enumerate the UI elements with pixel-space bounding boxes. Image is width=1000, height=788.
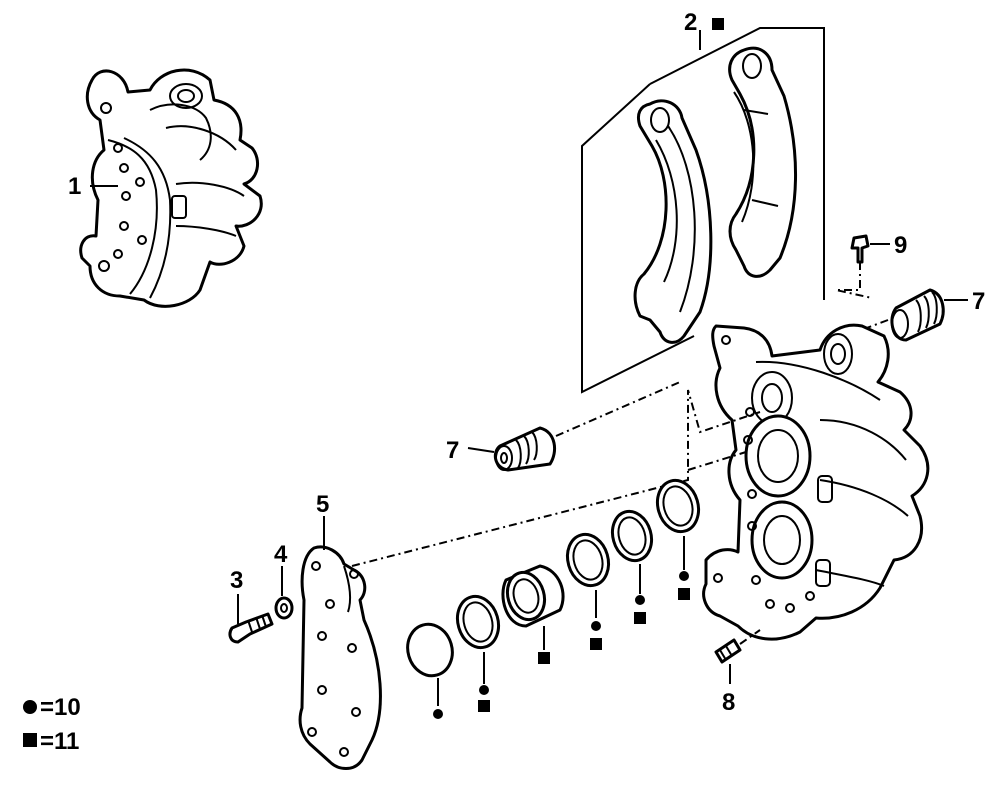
circle-marker-icon: [479, 685, 489, 695]
circle-marker-icon: [591, 621, 601, 631]
caliper-assembly: [79, 68, 263, 308]
callout-7-right: 7: [944, 288, 985, 315]
callout-9: 9: [870, 232, 907, 259]
piston-seal-ring-a: [406, 622, 454, 719]
square-marker-icon: [634, 612, 646, 624]
circle-marker-icon: [679, 571, 689, 581]
callout-4: 4: [274, 541, 288, 596]
callout-label: 7: [972, 288, 985, 315]
callout-label: 3: [230, 567, 243, 594]
caliper-half-plate: [298, 545, 382, 770]
callout-label: 8: [722, 689, 735, 716]
callout-3: 3: [230, 567, 243, 624]
callout-7-left: 7: [446, 437, 495, 464]
pad-pin-left: [493, 381, 681, 472]
brake-pad-set: [581, 27, 825, 394]
piston-seal-ring-e: [655, 478, 701, 600]
legend-square-label: =11: [40, 728, 79, 755]
piston: [501, 564, 565, 664]
caliper-bolt: [714, 629, 761, 664]
piston-seal-ring-b: [455, 594, 501, 712]
circle-marker-icon: [635, 595, 645, 605]
square-marker-icon: [678, 588, 690, 600]
retaining-clip: [835, 234, 873, 299]
square-marker-icon: [538, 652, 550, 664]
legend-circle-icon: [23, 700, 37, 714]
callout-label: 5: [316, 491, 329, 518]
callout-2: 2: [684, 9, 724, 50]
callout-8: 8: [722, 664, 735, 716]
washer: [274, 596, 294, 620]
assembly-axis-line: [351, 389, 761, 567]
callout-1: 1: [68, 173, 118, 200]
circle-marker-icon: [433, 709, 443, 719]
legend-square-icon: [23, 733, 37, 747]
piston-seal-ring-d: [610, 509, 654, 624]
callout-label: 1: [68, 173, 81, 200]
callout-5: 5: [316, 491, 329, 550]
callout-label: 9: [894, 232, 907, 259]
callout-label: 2: [684, 9, 697, 36]
piston-seal-ring-c: [565, 532, 611, 650]
bleeder-screw: [228, 612, 274, 644]
assembly-axis-line-2: [687, 451, 747, 471]
legend-circle-label: =10: [40, 694, 81, 721]
legend: =10 =11: [23, 694, 81, 755]
callout-label: 7: [446, 437, 459, 464]
caliper-housing: [702, 323, 930, 641]
callout-label: 4: [274, 541, 288, 568]
square-marker-icon: [590, 638, 602, 650]
square-marker-icon: [478, 700, 490, 712]
square-marker-icon: [712, 18, 724, 30]
